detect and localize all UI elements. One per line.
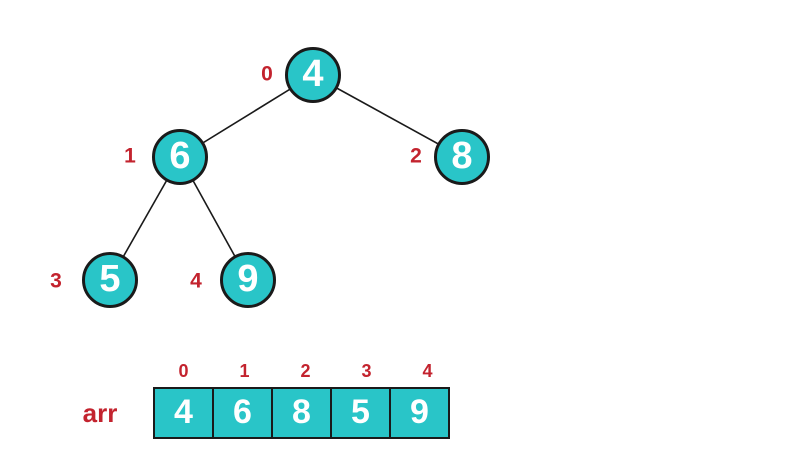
array-cell-4: 9	[389, 387, 450, 439]
tree-node-root-4: 4	[285, 47, 341, 103]
array-index-1: 1	[239, 361, 250, 381]
node-index-label-1: 1	[124, 144, 136, 168]
node-value: 8	[451, 134, 473, 177]
array-index-2: 2	[300, 361, 311, 381]
array-cell-value: 6	[233, 393, 252, 431]
tree-node-6: 6	[152, 129, 208, 185]
array-cell-3: 5	[330, 387, 391, 439]
array-cell-0: 4	[153, 387, 214, 439]
array-cell-value: 8	[292, 393, 311, 431]
array-cell-value: 5	[351, 393, 370, 431]
tree-node-5: 5	[82, 252, 138, 308]
array-cell-value: 9	[410, 393, 429, 431]
array-index-row: 0 1 2 3 4	[153, 362, 458, 380]
array-name-label: arr	[82, 398, 118, 428]
node-value: 4	[302, 52, 324, 95]
array-cell-2: 8	[271, 387, 332, 439]
node-index-label-3: 3	[50, 269, 62, 293]
array-index-0: 0	[178, 361, 189, 381]
tree-node-8: 8	[434, 129, 490, 185]
array-cell-value: 4	[174, 393, 193, 431]
node-index-label-4: 4	[190, 269, 202, 293]
node-value: 5	[99, 257, 121, 300]
node-value: 9	[237, 257, 259, 300]
array-cell-row: 4 6 8 5 9	[153, 387, 450, 439]
node-index-label-2: 2	[410, 144, 422, 168]
node-value: 6	[169, 134, 191, 177]
node-index-label-0: 0	[261, 62, 273, 86]
tree-node-9: 9	[220, 252, 276, 308]
array-cell-1: 6	[212, 387, 273, 439]
array-index-3: 3	[361, 361, 372, 381]
array-index-4: 4	[422, 361, 433, 381]
